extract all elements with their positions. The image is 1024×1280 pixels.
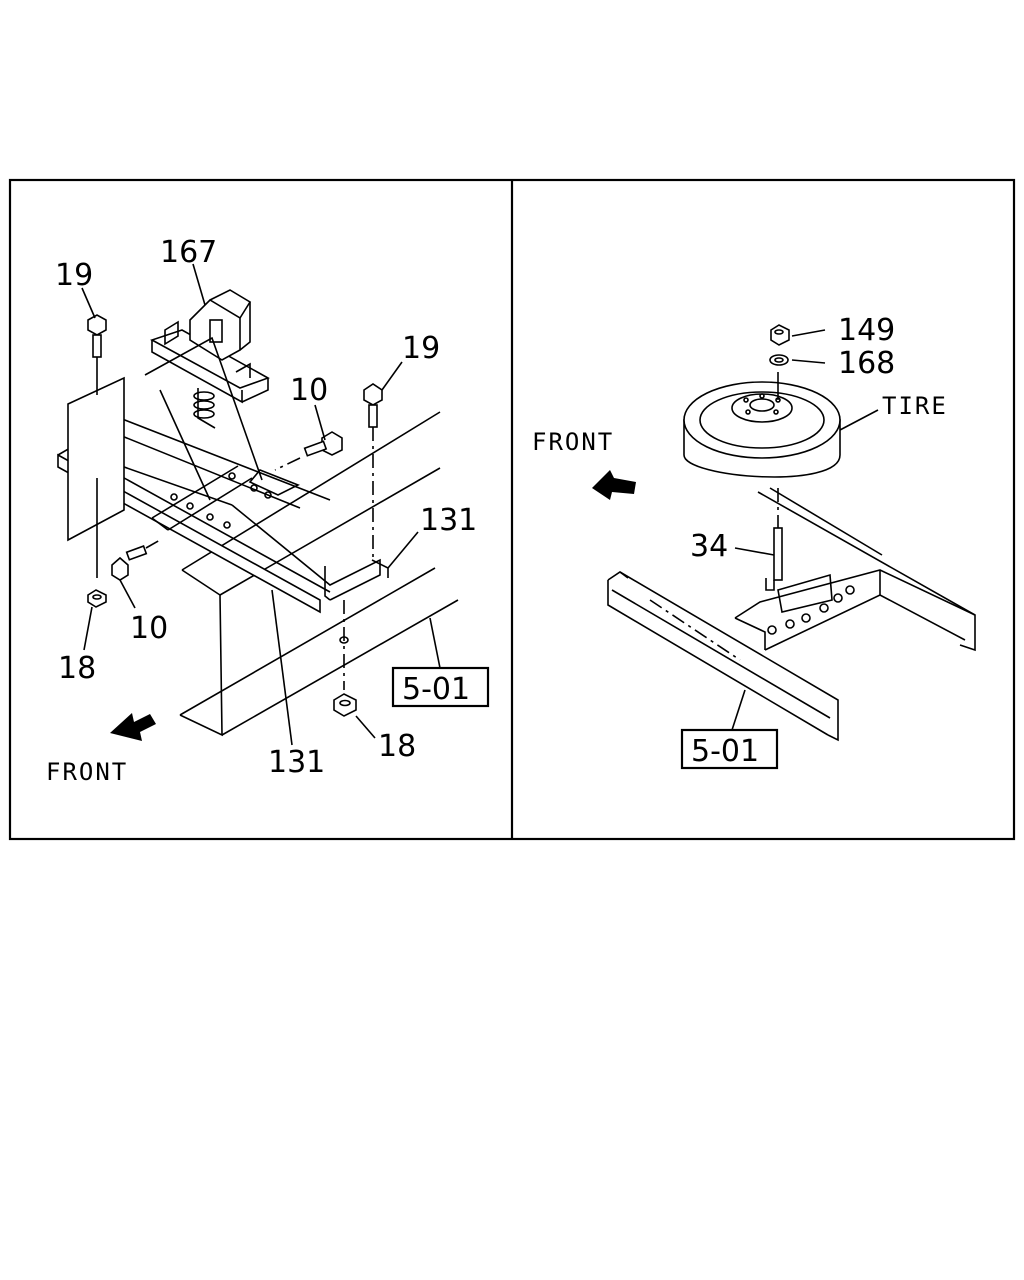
callout-19-left: 19 bbox=[55, 258, 93, 293]
nut-149 bbox=[770, 324, 790, 346]
callout-10-mid: 10 bbox=[290, 373, 328, 408]
right-panel bbox=[592, 324, 976, 770]
callout-34: 34 bbox=[690, 529, 728, 564]
front-label-left: FRONT bbox=[46, 758, 128, 786]
ref-box-right bbox=[680, 728, 779, 770]
ref-label-left: 5-01 bbox=[402, 672, 470, 707]
side-plate bbox=[67, 376, 125, 542]
hook-bolt-34 bbox=[765, 488, 783, 591]
ref-label-right: 5-01 bbox=[691, 734, 759, 769]
washer-168 bbox=[769, 354, 789, 366]
left-panel bbox=[57, 263, 490, 746]
bolt-10-mid bbox=[274, 431, 343, 471]
nut-18-right bbox=[333, 600, 357, 717]
leaders-left bbox=[81, 263, 441, 746]
callout-tire: TIRE bbox=[882, 392, 948, 420]
tire bbox=[683, 372, 841, 478]
front-arrow-right bbox=[592, 470, 636, 500]
front-arrow-left bbox=[110, 713, 156, 741]
nut-18-left bbox=[87, 589, 107, 608]
ref-box-left bbox=[391, 666, 490, 708]
front-label-right: FRONT bbox=[532, 428, 614, 456]
callout-10-low: 10 bbox=[130, 611, 168, 646]
cross-rail bbox=[607, 487, 976, 742]
callout-168: 168 bbox=[838, 346, 895, 381]
callout-131-bottom: 131 bbox=[268, 745, 325, 780]
leaders-right bbox=[731, 329, 879, 731]
callout-149: 149 bbox=[838, 313, 895, 348]
callout-19-right: 19 bbox=[402, 331, 440, 366]
callout-18-left: 18 bbox=[58, 651, 96, 686]
bolt-10-low bbox=[111, 539, 161, 581]
callout-131-right: 131 bbox=[420, 503, 477, 538]
callout-18-right: 18 bbox=[378, 729, 416, 764]
bolt-19-left bbox=[87, 314, 107, 578]
bolt-19-right bbox=[363, 383, 383, 560]
bracket-167 bbox=[144, 289, 270, 501]
washer-hole bbox=[774, 357, 784, 363]
nut-hole bbox=[774, 329, 784, 335]
callout-167: 167 bbox=[160, 235, 217, 270]
